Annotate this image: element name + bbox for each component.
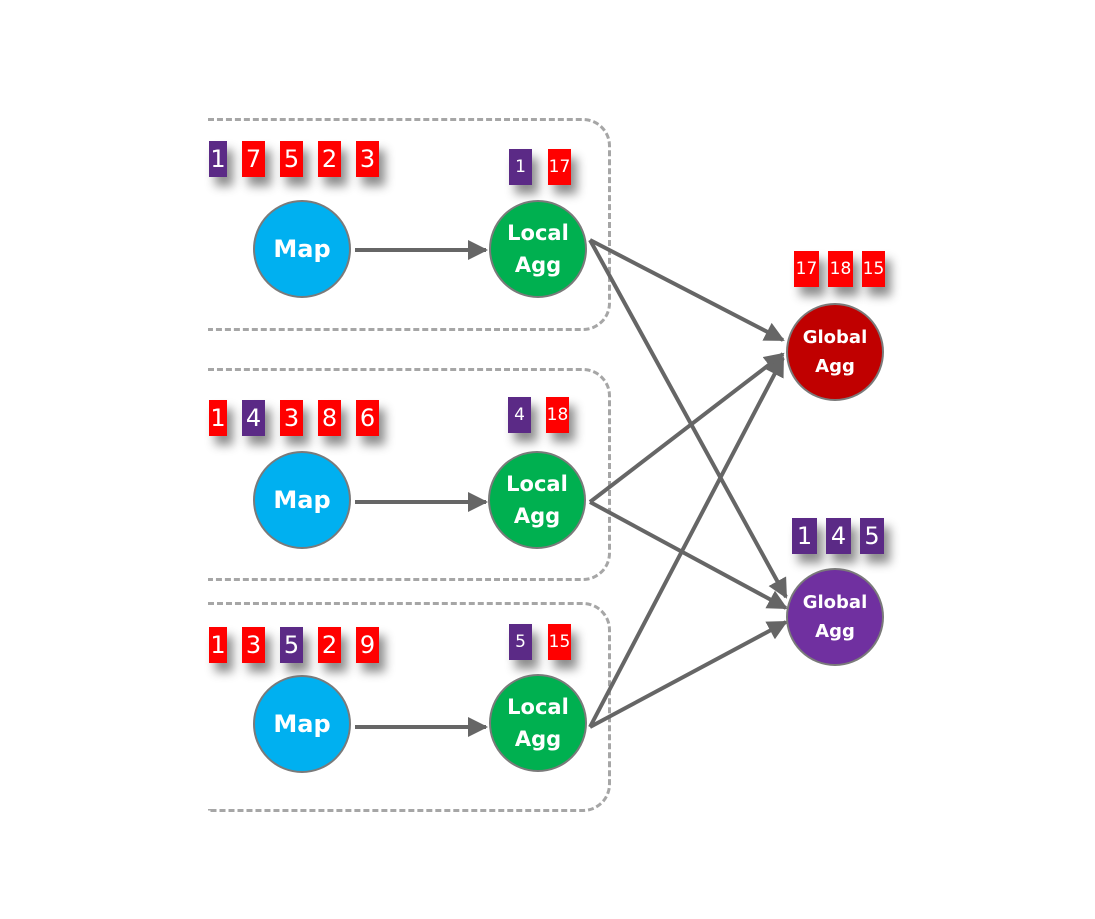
- input-chip: 1: [209, 141, 227, 177]
- edge-local2-global-purple: [589, 500, 788, 610]
- local-agg-node: Local Agg: [488, 451, 586, 549]
- edge-local2-global-red: [588, 352, 785, 504]
- local-agg-label-line2: Agg: [514, 253, 562, 277]
- edge-local1-global-purple: [588, 239, 788, 599]
- map-node: Map: [253, 675, 351, 773]
- local-output-chip: 17: [548, 149, 571, 185]
- input-chip: 6: [356, 400, 379, 436]
- input-chip: 3: [280, 400, 303, 436]
- map-node-label: Map: [273, 710, 331, 738]
- input-chip: 1: [209, 400, 227, 436]
- edge-local3-global-red: [588, 356, 785, 728]
- global-agg-label-line2: Agg: [815, 621, 855, 642]
- input-chip: 5: [280, 141, 303, 177]
- input-chip: 2: [318, 141, 341, 177]
- edge-local3-global-purple: [589, 620, 788, 729]
- global-agg-node-red: Global Agg: [786, 303, 884, 401]
- input-chip: 7: [242, 141, 265, 177]
- map-node-label: Map: [273, 235, 331, 263]
- local-output-chip: 4: [508, 397, 531, 433]
- local-agg-label-line1: Local: [507, 221, 569, 245]
- input-chip: 2: [318, 627, 341, 663]
- input-chip: 9: [356, 627, 379, 663]
- group-box-1: [208, 118, 611, 331]
- local-output-chip: 5: [509, 624, 532, 660]
- input-chip: 5: [280, 627, 303, 663]
- input-chip: 3: [356, 141, 379, 177]
- map-node-label: Map: [273, 486, 331, 514]
- local-agg-node: Local Agg: [489, 200, 587, 298]
- local-output-chip: 18: [546, 397, 569, 433]
- group-box-3: [208, 602, 611, 812]
- local-agg-label-line2: Agg: [513, 504, 561, 528]
- local-output-chip: 1: [509, 149, 532, 185]
- edge-local1-global-red: [589, 238, 785, 342]
- local-agg-node: Local Agg: [489, 674, 587, 772]
- input-chip: 4: [242, 400, 265, 436]
- map-node: Map: [253, 451, 351, 549]
- local-agg-label-line1: Local: [507, 695, 569, 719]
- local-agg-label-line2: Agg: [514, 727, 562, 751]
- global-agg-label-line2: Agg: [815, 356, 855, 377]
- global-agg-label-line1: Global: [802, 327, 868, 348]
- global-agg-node-purple: Global Agg: [786, 568, 884, 666]
- global-output-chip: 1: [792, 518, 817, 554]
- local-agg-label-line1: Local: [506, 472, 568, 496]
- local-output-chip: 15: [548, 624, 571, 660]
- input-chip: 3: [242, 627, 265, 663]
- input-chip: 1: [209, 627, 227, 663]
- group-box-2: [208, 368, 611, 581]
- global-output-chip: 17: [794, 251, 819, 287]
- global-agg-label-line1: Global: [802, 592, 868, 613]
- global-output-chip: 4: [826, 518, 851, 554]
- map-node: Map: [253, 200, 351, 298]
- input-chip: 8: [318, 400, 341, 436]
- global-output-chip: 15: [862, 251, 885, 287]
- global-output-chip: 5: [860, 518, 884, 554]
- global-output-chip: 18: [828, 251, 853, 287]
